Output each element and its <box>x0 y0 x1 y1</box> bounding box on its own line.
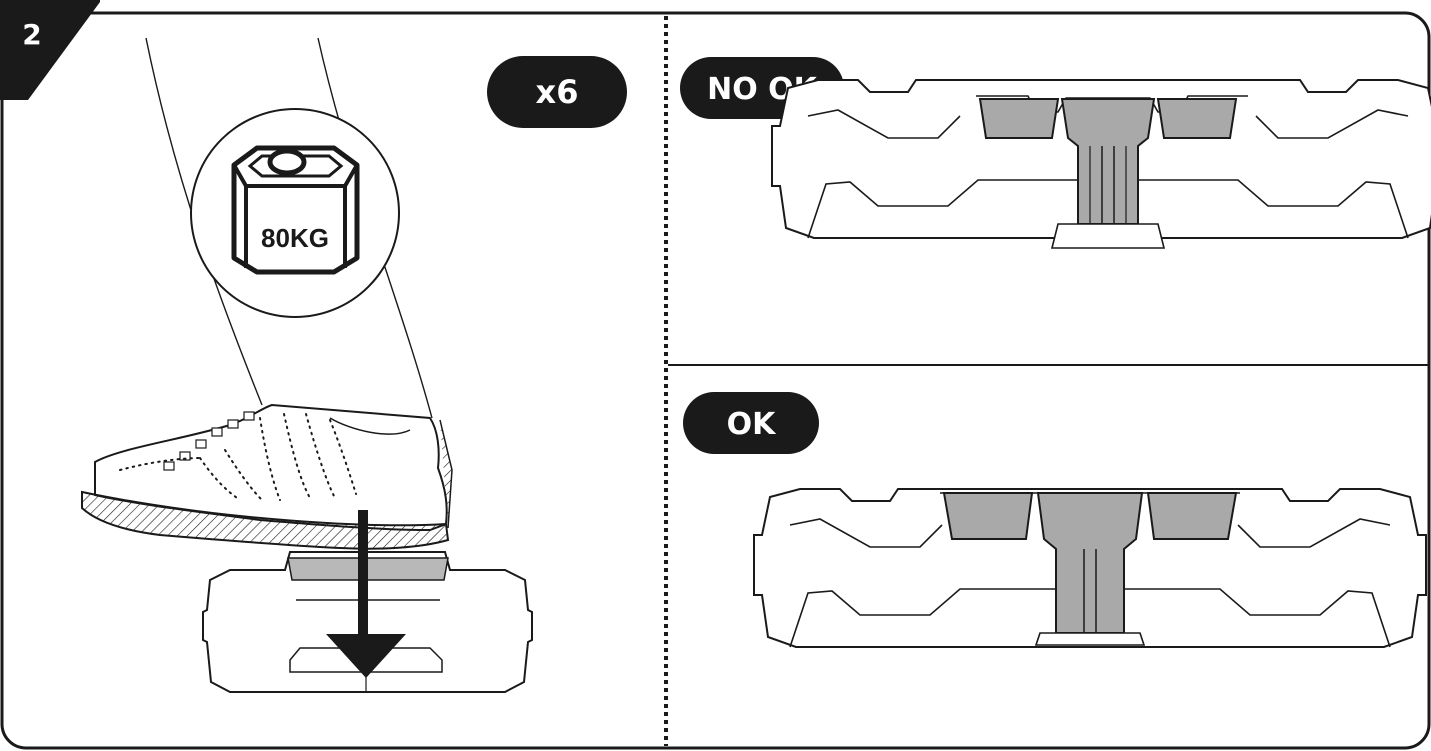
status-badge-ok-label: OK <box>727 407 778 442</box>
weight-label: 80KG <box>261 223 329 253</box>
weight-icon: 80KG <box>190 108 400 318</box>
pedestal-not-fully-pressed <box>771 79 1431 249</box>
top-right-panel: NO OK <box>680 57 1431 249</box>
quantity-badge: x6 <box>487 56 627 128</box>
shoe-illustration <box>81 403 453 550</box>
left-panel: x6 80KG <box>81 37 627 693</box>
quantity-badge-label: x6 <box>536 73 579 111</box>
press-down-arrow-icon <box>326 510 406 678</box>
status-badge-ok: OK <box>683 392 819 454</box>
pedestal-fully-pressed <box>753 488 1427 648</box>
step-number: 2 <box>22 18 41 51</box>
bottom-right-panel: OK <box>683 392 1427 648</box>
step-number-tab: 2 <box>0 0 100 100</box>
